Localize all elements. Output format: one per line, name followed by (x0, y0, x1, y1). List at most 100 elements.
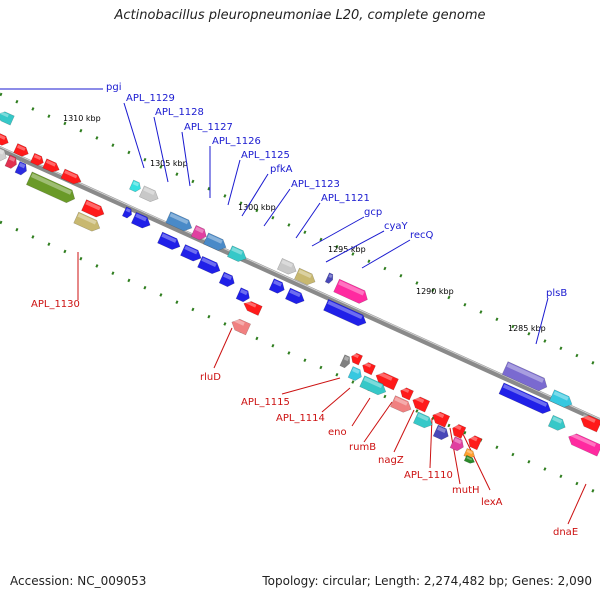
tick-ring (0, 92, 595, 493)
gene-feature (323, 298, 367, 327)
tick-dot (351, 380, 355, 384)
gene-feature (375, 371, 399, 391)
gene-feature (203, 232, 227, 251)
gene-arrow (197, 255, 221, 274)
tick-dot (415, 281, 419, 285)
gene-label-apl-1127: APL_1127 (184, 122, 233, 133)
tick-dot (575, 481, 579, 486)
gene-feature (339, 354, 350, 369)
gene-highlight (352, 353, 360, 359)
gene-arrow (276, 258, 297, 275)
gene-features (0, 110, 600, 464)
gene-highlight (454, 438, 462, 445)
tick-dot (175, 300, 179, 304)
tick-dot (559, 346, 563, 351)
gene-label-rumb: rumB (349, 442, 376, 453)
tick-dot (287, 351, 291, 355)
tick-dot (527, 331, 531, 336)
gene-label-apl-1129: APL_1129 (126, 93, 175, 104)
gene-feature (276, 258, 297, 275)
tick-dot (79, 128, 83, 133)
gene-feature (130, 211, 151, 229)
tick-labels: 1310 kbp 1305 kbp 1300 kbp 1295 kbp 1290… (63, 114, 546, 333)
gene-arrow (157, 231, 181, 250)
gene-arrow (547, 414, 566, 431)
tick-dot (319, 237, 323, 242)
gene-feature (347, 366, 362, 381)
map-title: Actinobacillus pleuropneumoniae L20, com… (114, 8, 486, 23)
tick-dot (495, 445, 499, 450)
gene-highlight (570, 432, 597, 448)
gene-highlight (30, 173, 72, 195)
gene-arrow (568, 433, 600, 457)
gene-feature (449, 436, 464, 452)
tick-dot (543, 339, 547, 343)
tick-dot (303, 230, 307, 235)
gene-arrow (130, 211, 151, 229)
gene-feature (362, 362, 376, 376)
tick-dot (127, 278, 131, 283)
gene-highlight (363, 377, 383, 389)
gene-feature (412, 411, 433, 429)
gene-highlight (231, 247, 243, 255)
accession-text: Accession: NC_009053 (10, 574, 147, 588)
tick-dot (415, 409, 419, 413)
gene-highlight (417, 413, 429, 422)
gene-highlight (437, 426, 446, 433)
gene-label-apl-1115: APL_1115 (241, 397, 290, 408)
gene-highlight (0, 133, 6, 140)
gene-highlight (352, 367, 360, 374)
gene-highlight (281, 259, 293, 268)
gene-feature (468, 435, 483, 451)
gene-label-apl-1126: APL_1126 (212, 136, 261, 147)
gene-arrow (4, 154, 17, 169)
gene-arrow (375, 372, 399, 391)
tick-dot (175, 172, 179, 176)
tick-dot (511, 452, 515, 457)
tick-label-1300: 1300 kbp (238, 203, 276, 212)
gene-arrow (463, 454, 475, 464)
gene-feature (30, 152, 44, 166)
tick-dot (159, 165, 163, 169)
gene-label-apl-1121: APL_1121 (321, 193, 370, 204)
gene-arrow (235, 287, 250, 303)
gene-highlight (223, 273, 232, 280)
gene-feature (42, 158, 60, 173)
gene-feature (190, 224, 207, 241)
tick-dot (463, 302, 467, 307)
gene-arrow (165, 211, 193, 232)
gene-feature (4, 154, 17, 169)
tick-dot (127, 150, 131, 155)
tick-dot (111, 271, 115, 275)
tick-dot (303, 358, 307, 363)
tick-dot (335, 372, 339, 377)
gene-arrow (129, 179, 141, 193)
tick-dot (143, 157, 147, 162)
gene-arrow (498, 382, 551, 414)
gene-highlight (245, 300, 257, 308)
gene-label-gcp: gcp (364, 207, 382, 218)
tick-dot (447, 423, 451, 428)
gene-feature (324, 272, 334, 284)
gene-highlight (125, 208, 131, 213)
gene-feature (138, 185, 159, 202)
gene-arrow (452, 424, 467, 439)
gene-highlight (394, 396, 408, 406)
gene-highlight (195, 226, 204, 234)
gene-arrow (0, 111, 15, 126)
gene-highlight (502, 384, 548, 407)
gene-arrow (449, 436, 464, 452)
gene-feature (73, 211, 101, 232)
gene-feature (463, 454, 475, 464)
gene-highlight (207, 234, 223, 244)
tick-dot (63, 249, 67, 254)
gene-arrow (580, 415, 600, 433)
gene-feature (81, 199, 105, 218)
gene-feature (498, 382, 551, 414)
gene-highlight (0, 147, 4, 155)
gene-highlight (466, 449, 473, 455)
tick-dot (383, 394, 387, 399)
tick-dot (559, 474, 563, 479)
gene-arrow (180, 244, 202, 262)
